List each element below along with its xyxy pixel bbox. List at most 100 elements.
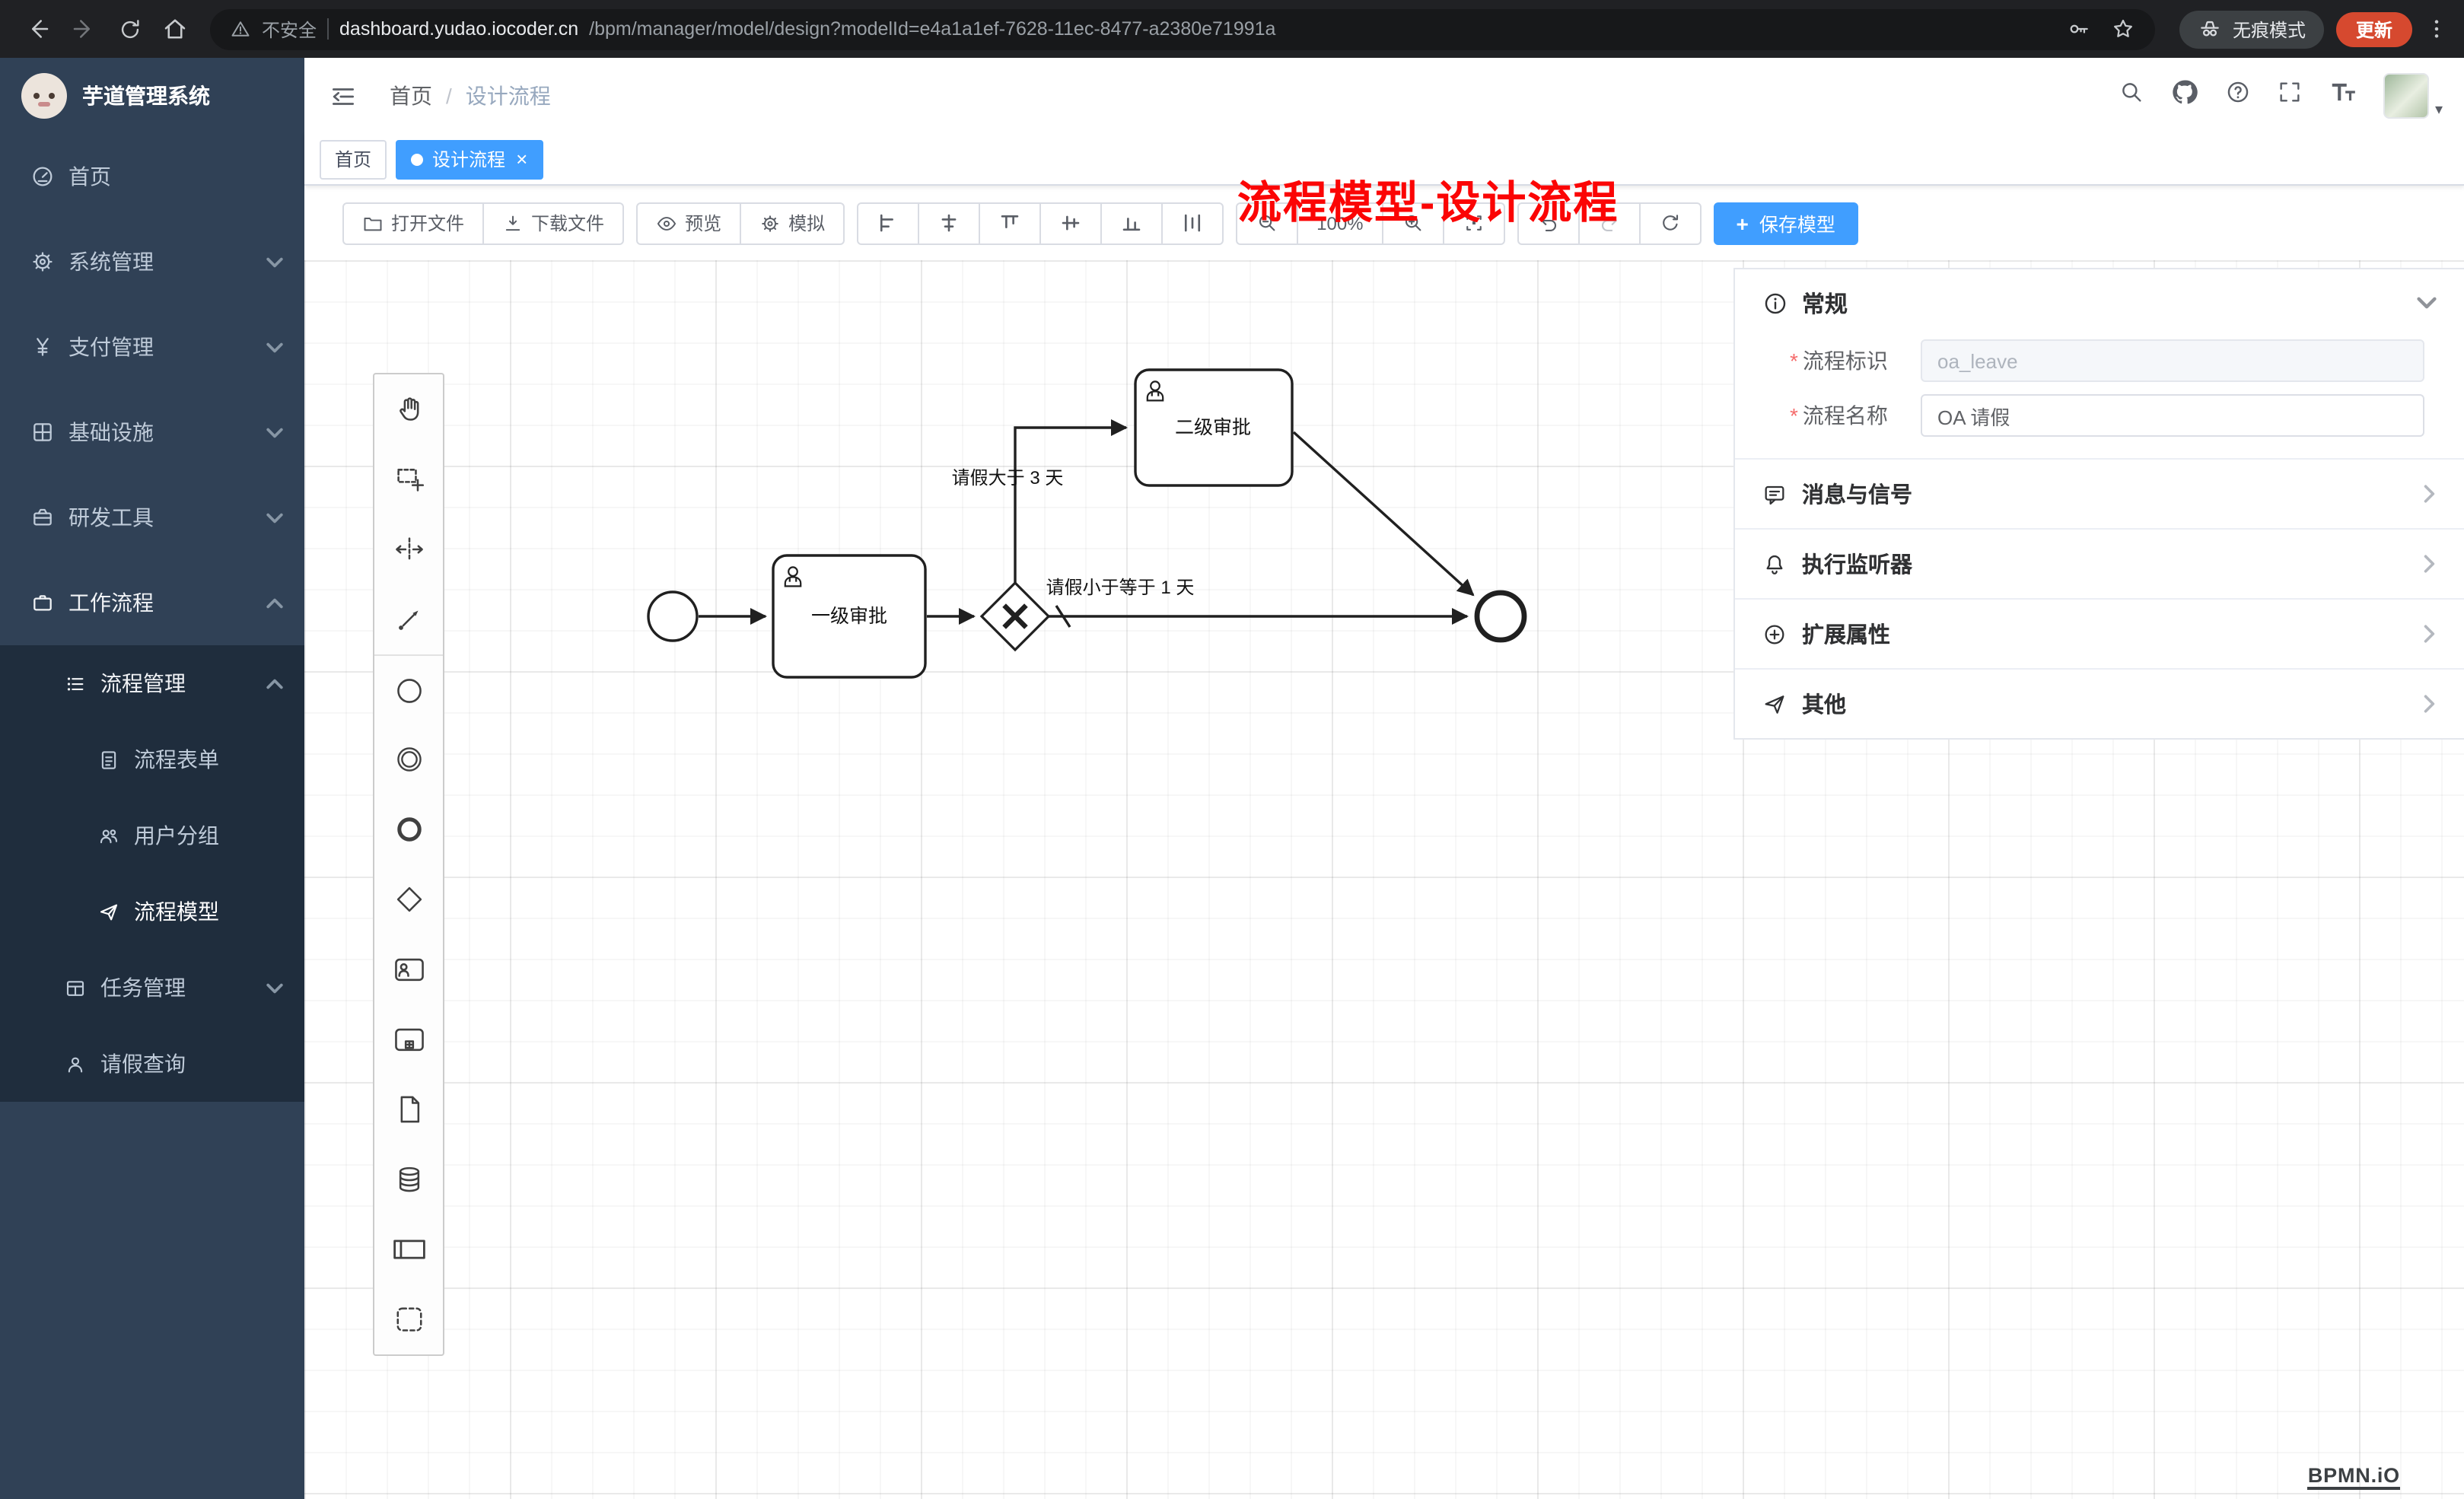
tab-home[interactable]: 首页 (320, 139, 387, 179)
gear-icon (33, 252, 53, 272)
url-host: dashboard.yudao.iocoder.cn (339, 18, 579, 40)
sidebar-item-process-model[interactable]: 流程模型 (0, 874, 304, 950)
section-extended-attributes[interactable]: 扩展属性 (1735, 598, 2464, 668)
start-event[interactable] (647, 590, 699, 642)
back-button[interactable] (15, 6, 61, 52)
zoom-reset-button[interactable] (1442, 202, 1505, 244)
distribute-button[interactable] (1161, 202, 1224, 244)
sidebar-collapse-button[interactable] (304, 58, 380, 134)
designer-content: 打开文件 下载文件 预览 (304, 186, 2464, 1499)
sidebar-item-workflow[interactable]: 工作流程 (0, 560, 304, 645)
create-data-store[interactable] (374, 1144, 443, 1214)
breadcrumb-home[interactable]: 首页 (390, 84, 432, 108)
simulate-button[interactable]: 模拟 (740, 202, 845, 244)
task-second-approval[interactable] (1134, 368, 1294, 487)
align-left-button[interactable] (857, 202, 920, 244)
create-pool[interactable] (374, 1214, 443, 1284)
end-event[interactable] (1474, 590, 1527, 643)
zoom-level-button[interactable]: 100% (1297, 202, 1383, 244)
general-section-header[interactable]: 常规 (1735, 269, 2464, 336)
sidebar-item-home[interactable]: 首页 (0, 134, 304, 219)
save-model-button[interactable]: + 保存模型 (1713, 202, 1858, 244)
chevron-down-icon (266, 982, 283, 993)
folder-icon (364, 217, 382, 231)
reload-button[interactable] (107, 6, 152, 52)
avatar[interactable] (2383, 73, 2429, 119)
sidebar-item-leave-query[interactable]: 请假查询 (0, 1026, 304, 1102)
global-connect-tool[interactable] (374, 584, 443, 654)
align-top-button[interactable] (979, 202, 1042, 244)
open-file-button[interactable]: 打开文件 (342, 202, 485, 244)
align-middle-button[interactable] (1039, 202, 1103, 244)
sidebar-item-user-groups[interactable]: 用户分组 (0, 797, 304, 874)
bookmark-star-icon[interactable] (2111, 17, 2135, 41)
help-icon[interactable] (2225, 79, 2251, 113)
navbar-actions: ▾ (2119, 73, 2443, 119)
general-fields: *流程标识 *流程名称 (1735, 336, 2464, 458)
address-bar[interactable]: 不安全 dashboard.yudao.iocoder.cn /bpm/mana… (210, 8, 2155, 49)
space-tool[interactable] (374, 514, 443, 584)
zoom-in-button[interactable] (1381, 202, 1444, 244)
chevron-down-icon (2417, 297, 2437, 309)
close-tab-icon[interactable]: × (516, 148, 528, 170)
sequence-flows[interactable] (699, 419, 1475, 628)
task1-label: 一级审批 (811, 606, 887, 627)
align-bottom-button[interactable] (1100, 202, 1164, 244)
section-messages-signals[interactable]: 消息与信号 (1735, 458, 2464, 528)
download-file-button[interactable]: 下载文件 (482, 202, 625, 244)
properties-panel: 常规 *流程标识 *流程名称 (1733, 268, 2464, 740)
chevron-right-icon (2423, 554, 2437, 574)
create-gateway[interactable] (374, 864, 443, 934)
sidebar-item-system[interactable]: 系统管理 (0, 219, 304, 304)
active-dot (411, 153, 424, 165)
browser-menu-icon[interactable] (2424, 17, 2449, 41)
restart-button[interactable] (1638, 202, 1702, 244)
create-end-event[interactable] (374, 794, 443, 864)
create-start-event[interactable] (374, 654, 443, 724)
divider (327, 18, 329, 40)
create-subprocess[interactable] (374, 1004, 443, 1074)
font-size-icon[interactable] (2329, 78, 2357, 114)
sidebar-item-infrastructure[interactable]: 基础设施 (0, 390, 304, 475)
github-icon[interactable] (2170, 78, 2199, 114)
undo-button[interactable] (1517, 202, 1580, 244)
create-data-object[interactable] (374, 1074, 443, 1144)
forward-button[interactable] (61, 6, 107, 52)
tags-view-bar: 首页 设计流程 × (304, 134, 2464, 186)
hand-tool[interactable] (374, 374, 443, 444)
section-execution-listeners[interactable]: 执行监听器 (1735, 528, 2464, 598)
bpmn-io-watermark[interactable]: BPMN.iO (2307, 1464, 2400, 1490)
sidebar-item-process-management[interactable]: 流程管理 (0, 645, 304, 721)
process-name-input[interactable] (1921, 394, 2424, 437)
key-icon[interactable] (2067, 17, 2091, 41)
yen-icon (37, 338, 49, 356)
task-first-approval[interactable] (772, 554, 927, 679)
user-avatar-wrap[interactable]: ▾ (2383, 73, 2443, 119)
sidebar-item-payment[interactable]: 支付管理 (0, 304, 304, 390)
section-other[interactable]: 其他 (1735, 668, 2464, 738)
create-group[interactable] (374, 1284, 443, 1354)
home-button[interactable] (152, 6, 198, 52)
users-icon (100, 829, 118, 843)
sidebar: 芋道管理系统 首页 系统管理 支付管理 (0, 58, 304, 1499)
zoom-out-button[interactable] (1236, 202, 1299, 244)
chevron-right-icon (2423, 484, 2437, 504)
preview-button[interactable]: 预览 (636, 202, 742, 244)
chevron-up-icon (266, 597, 283, 608)
fullscreen-icon[interactable] (2277, 79, 2303, 113)
tab-design-process[interactable]: 设计流程 × (396, 139, 543, 179)
sidebar-item-process-form[interactable]: 流程表单 (0, 721, 304, 797)
flow-top-label: 请假大于 3 天 (952, 468, 1064, 489)
align-center-button[interactable] (918, 202, 981, 244)
sidebar-item-task-management[interactable]: 任务管理 (0, 950, 304, 1026)
lasso-tool[interactable] (374, 444, 443, 514)
browser-chrome: 不安全 dashboard.yudao.iocoder.cn /bpm/mana… (0, 0, 2464, 58)
process-key-input[interactable] (1921, 339, 2424, 382)
search-icon[interactable] (2119, 79, 2144, 113)
chevron-down-icon (266, 512, 283, 523)
create-intermediate-event[interactable] (374, 724, 443, 794)
task2-label: 二级审批 (1175, 417, 1251, 438)
chrome-update-button[interactable]: 更新 (2335, 11, 2412, 46)
sidebar-item-devtools[interactable]: 研发工具 (0, 475, 304, 560)
create-user-task[interactable] (374, 934, 443, 1004)
